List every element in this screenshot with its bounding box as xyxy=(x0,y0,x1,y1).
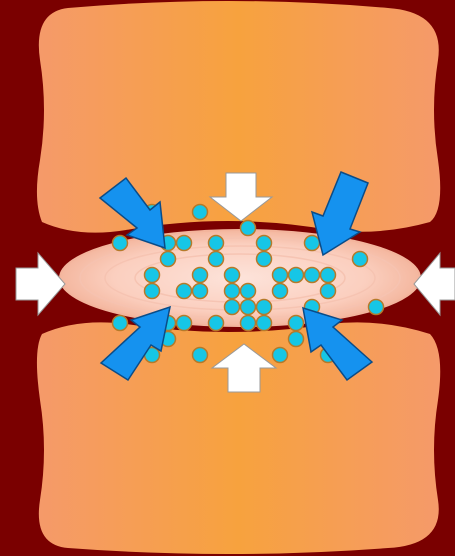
particle xyxy=(225,300,240,315)
particle xyxy=(241,284,256,299)
particle xyxy=(257,300,272,315)
particle xyxy=(289,332,304,347)
particle xyxy=(257,316,272,331)
particle xyxy=(145,268,160,283)
particle xyxy=(305,268,320,283)
particle xyxy=(193,268,208,283)
particle xyxy=(225,268,240,283)
particle xyxy=(289,316,304,331)
particle xyxy=(257,252,272,267)
particle xyxy=(305,236,320,251)
particle xyxy=(369,300,384,315)
particle xyxy=(353,252,368,267)
particle xyxy=(225,284,240,299)
particle xyxy=(273,268,288,283)
particle xyxy=(161,252,176,267)
particle xyxy=(209,236,224,251)
particle xyxy=(193,348,208,363)
particle xyxy=(193,284,208,299)
particle xyxy=(177,316,192,331)
particle xyxy=(193,205,208,220)
particle xyxy=(321,284,336,299)
particle xyxy=(209,252,224,267)
particle xyxy=(273,348,288,363)
particle xyxy=(273,284,288,299)
particle xyxy=(241,221,256,236)
particle xyxy=(145,284,160,299)
particle xyxy=(241,300,256,315)
particle xyxy=(209,316,224,331)
particle xyxy=(177,236,192,251)
particle xyxy=(177,284,192,299)
particle xyxy=(241,316,256,331)
particle xyxy=(257,236,272,251)
particle xyxy=(113,236,128,251)
particle xyxy=(113,316,128,331)
particle xyxy=(289,268,304,283)
particle xyxy=(321,268,336,283)
